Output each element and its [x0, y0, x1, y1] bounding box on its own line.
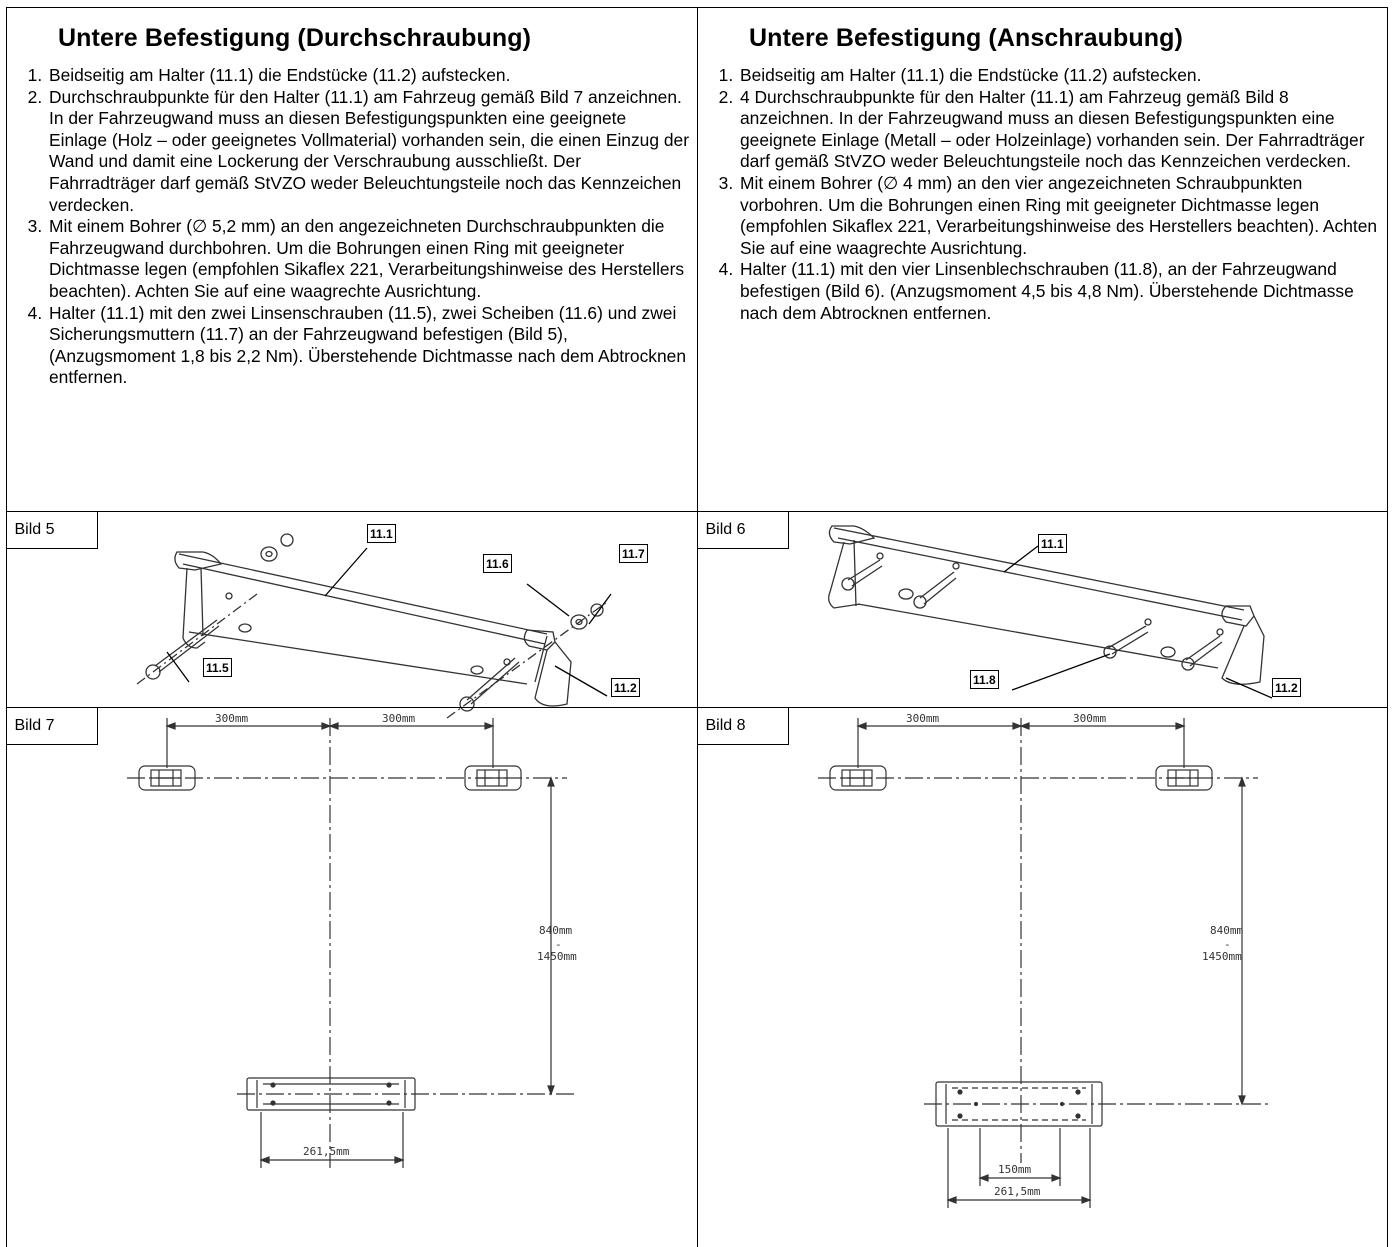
left-step-3: Mit einem Bohrer (∅ 5,2 mm) an den angez… [47, 216, 689, 302]
callout-11-1: 11.1 [367, 524, 396, 543]
dim-261-5: 261,5mm [303, 1145, 350, 1158]
bracket-drawing [136, 533, 612, 719]
left-steps: Beidseitig am Halter (11.1) die Endstück… [19, 65, 689, 389]
dim-1450: 1450mm [1202, 950, 1242, 963]
callout-11-7: 11.7 [619, 544, 648, 563]
right-step-3: Mit einem Bohrer (∅ 4 mm) an den vier an… [738, 173, 1379, 259]
mounting-diagram [127, 718, 577, 1168]
callout-11-2: 11.2 [1272, 678, 1301, 697]
figure-label: Bild 5 [5, 510, 98, 549]
left-step-2: Durchschraubpunkte für den Halter (11.1)… [47, 87, 689, 217]
left-text-cell: Untere Befestigung (Durchschraubung) Bei… [6, 7, 697, 512]
left-heading: Untere Befestigung (Durchschraubung) [58, 24, 532, 52]
dim-300-left: 300mm [906, 712, 940, 725]
right-step-2: 4 Durchschraubpunkte für den Halter (11.… [738, 87, 1379, 173]
figure-bild6: Bild 6 [696, 510, 1388, 708]
right-text-cell: Untere Befestigung (Anschraubung) Beidse… [697, 7, 1388, 512]
figure-bild7: Bild 7 [5, 706, 697, 1247]
right-steps: Beidseitig am Halter (11.1) die Endstück… [710, 65, 1379, 324]
callout-11-1: 11.1 [1038, 534, 1067, 553]
right-step-4: Halter (11.1) mit den vier Linsenblechsc… [738, 259, 1379, 324]
dim-150: 150mm [998, 1163, 1032, 1176]
figure-label: Bild 6 [696, 510, 789, 549]
left-step-1: Beidseitig am Halter (11.1) die Endstück… [47, 65, 689, 87]
dim-separator: - [1224, 938, 1231, 951]
bracket-drawing [828, 525, 1273, 699]
left-step-4: Halter (11.1) mit den zwei Linsenschraub… [47, 303, 689, 389]
callout-11-5: 11.5 [203, 658, 232, 677]
dim-840: 840mm [539, 924, 573, 937]
dim-261-5: 261,5mm [994, 1185, 1041, 1198]
right-step-1: Beidseitig am Halter (11.1) die Endstück… [738, 65, 1379, 87]
figure-label: Bild 8 [696, 706, 789, 745]
figure-bild8: Bild 8 [696, 706, 1388, 1247]
dim-300-right: 300mm [382, 712, 416, 725]
callout-11-2: 11.2 [611, 678, 640, 697]
mounting-diagram [818, 718, 1268, 1208]
dim-1450: 1450mm [537, 950, 577, 963]
callout-11-6: 11.6 [483, 554, 512, 573]
dim-300-right: 300mm [1073, 712, 1107, 725]
figure-bild5: Bild 5 [5, 510, 697, 719]
dim-separator: - [555, 938, 562, 951]
callout-11-8: 11.8 [970, 670, 999, 689]
right-heading: Untere Befestigung (Anschraubung) [749, 24, 1183, 52]
figure-label: Bild 7 [5, 706, 98, 745]
dim-300-left: 300mm [215, 712, 249, 725]
dim-840: 840mm [1210, 924, 1244, 937]
